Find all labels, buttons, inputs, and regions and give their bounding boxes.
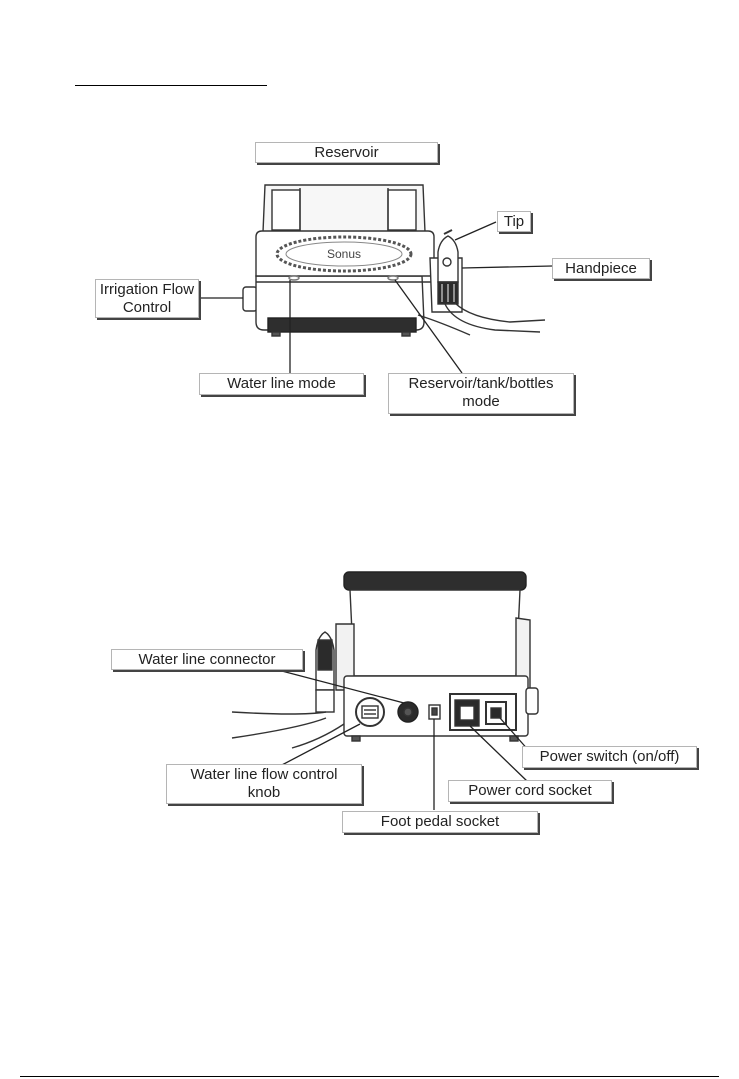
label-water-line-connector: Water line connector <box>111 649 303 670</box>
handpiece <box>430 230 462 312</box>
reservoir-mode-indicator <box>388 276 398 280</box>
label-power-cord-socket: Power cord socket <box>448 780 612 802</box>
reservoir-bottle <box>263 185 425 232</box>
leader-tip <box>455 222 496 240</box>
rear-reservoir-body <box>350 590 520 676</box>
label-handpiece: Handpiece <box>552 258 650 279</box>
label-power-switch: Power switch (on/off) <box>522 746 697 768</box>
brand-logo: Sonus <box>327 247 361 261</box>
rear-side-knob <box>526 688 538 714</box>
label-tip: Tip <box>497 211 531 232</box>
label-reservoir-tank-bottles-mode: Reservoir/tank/bottles mode <box>388 373 574 414</box>
rear-reservoir-lid <box>344 572 526 590</box>
leader-water-line-flow-control-knob <box>280 724 360 766</box>
label-water-line-mode: Water line mode <box>199 373 364 395</box>
front-view-device-illustration: Sonus <box>243 185 545 336</box>
label-water-line-flow-control-knob: Water line flow control knob <box>166 764 362 804</box>
leader-handpiece <box>462 266 552 268</box>
irrigation-flow-control-knob <box>243 287 257 311</box>
rear-handpiece <box>316 632 334 712</box>
label-foot-pedal-socket: Foot pedal socket <box>342 811 538 833</box>
page-bottom-rule <box>20 1076 719 1077</box>
water-line-mode-indicator <box>289 276 299 280</box>
label-reservoir: Reservoir <box>255 142 438 163</box>
label-irrigation-flow-control: Irrigation Flow Control <box>95 279 199 318</box>
